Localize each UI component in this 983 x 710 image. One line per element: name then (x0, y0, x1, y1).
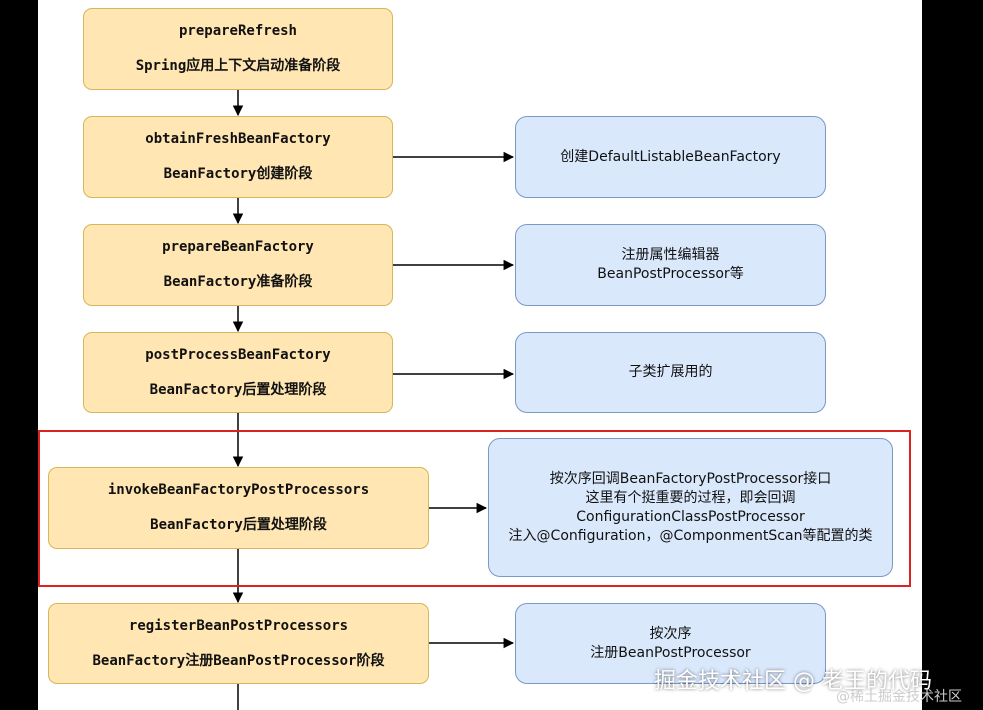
step-obtain-fresh-bean-factory: obtainFreshBeanFactory BeanFactory创建阶段 (83, 116, 393, 198)
step-invoke-bean-factory-post-processors: invokeBeanFactoryPostProcessors BeanFact… (48, 467, 429, 549)
note-create-factory: 创建DefaultListableBeanFactory (515, 116, 826, 198)
highlight-frame (38, 430, 911, 587)
note-line: ConfigurationClassPostProcessor (576, 508, 805, 525)
note-line: 注入@Configuration，@ComponmentScan等配置的类 (508, 527, 873, 544)
step-post-process-bean-factory: postProcessBeanFactory BeanFactory后置处理阶段 (83, 332, 393, 413)
step-name: registerBeanPostProcessors (128, 617, 349, 634)
right-dark-margin (922, 0, 983, 710)
note-invoke-post-processors: 按次序回调BeanFactoryPostProcessor接口 这里有个挺重要的… (488, 438, 893, 577)
step-name: prepareRefresh (178, 23, 297, 39)
step-name: postProcessBeanFactory (145, 346, 331, 363)
step-name: invokeBeanFactoryPostProcessors (107, 482, 370, 498)
watermark-text: 掘金技术社区 @ 老王的代码 (654, 669, 932, 694)
note-subclass-extension: 子类扩展用的 (515, 332, 826, 413)
watermark-subtext: @稀土掘金技术社区 (836, 689, 962, 705)
step-name: obtainFreshBeanFactory (145, 131, 331, 147)
step-prepare-refresh: prepareRefresh Spring应用上下文启动准备阶段 (83, 8, 393, 90)
note-register-editors: 注册属性编辑器 BeanPostProcessor等 (515, 224, 826, 306)
note-line: 这里有个挺重要的过程，即会回调 (585, 489, 796, 506)
note-line: 按次序回调BeanFactoryPostProcessor接口 (549, 470, 832, 487)
step-desc: BeanFactory准备阶段 (163, 274, 313, 290)
step-register-bean-post-processors: registerBeanPostProcessors BeanFactory注册… (48, 603, 429, 684)
step-prepare-bean-factory: prepareBeanFactory BeanFactory准备阶段 (83, 224, 393, 306)
note-line: BeanPostProcessor等 (597, 266, 744, 282)
step-desc: BeanFactory后置处理阶段 (149, 381, 327, 398)
step-desc: BeanFactory创建阶段 (163, 166, 313, 182)
step-desc: Spring应用上下文启动准备阶段 (135, 58, 341, 74)
note-line: 子类扩展用的 (628, 364, 713, 380)
note-line: 按次序 (649, 625, 692, 642)
step-name: prepareBeanFactory (162, 239, 314, 255)
note-line: 注册BeanPostProcessor (590, 644, 751, 661)
note-line: 创建DefaultListableBeanFactory (560, 148, 781, 165)
note-register-bean-post-processor: 按次序 注册BeanPostProcessor (515, 603, 826, 684)
note-line: 注册属性编辑器 (621, 247, 720, 263)
step-desc: BeanFactory注册BeanPostProcessor阶段 (92, 652, 385, 669)
step-desc: BeanFactory后置处理阶段 (150, 517, 327, 533)
left-dark-margin (0, 0, 38, 710)
